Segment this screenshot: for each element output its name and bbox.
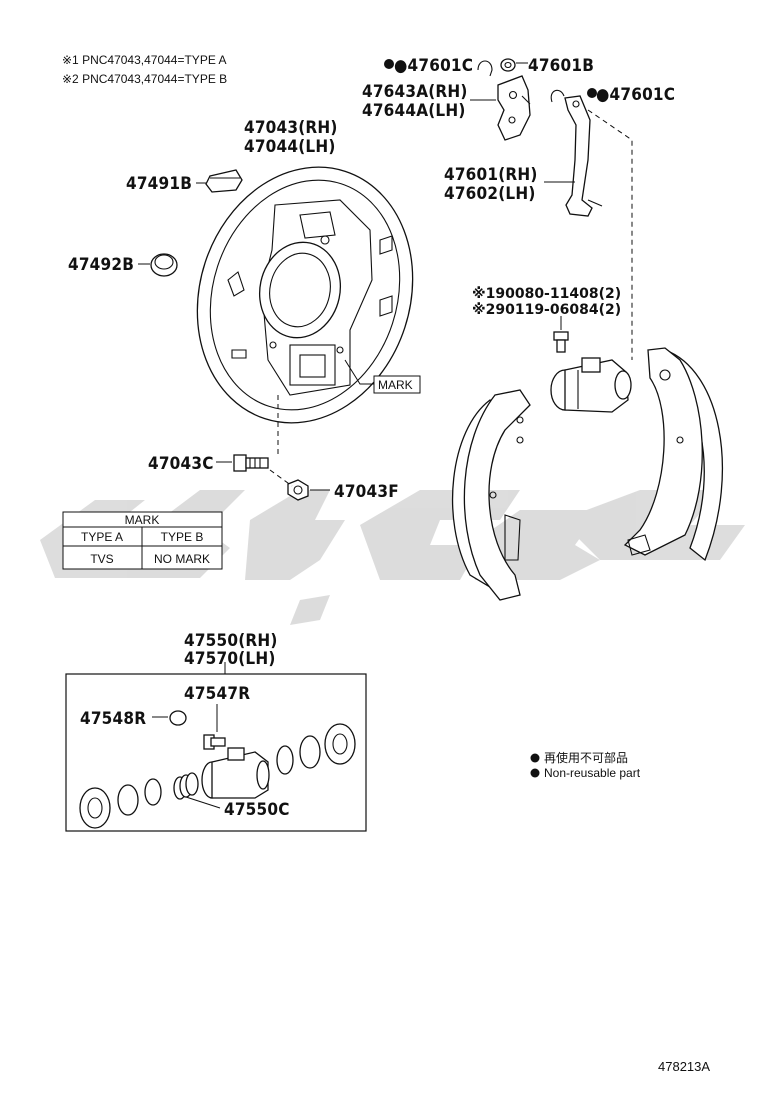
part-47601c-top: ●47601C xyxy=(394,56,473,76)
non-reusable-dot xyxy=(587,88,597,98)
part-labels: ●47601C 47601B 47643A(RH) 47644A(LH) ●47… xyxy=(68,56,675,820)
part-47570: 47570(LH) xyxy=(184,649,276,669)
retaining-clip-47601c-right xyxy=(550,89,565,103)
illustration-code: 478213A xyxy=(658,1059,710,1074)
wheel-cylinder-kit-box xyxy=(65,673,367,832)
mark-table-value-type-a: TVS xyxy=(90,552,113,566)
washer-47601b xyxy=(500,58,516,72)
bolt-47043c xyxy=(233,454,269,472)
retaining-clip-47601c-top xyxy=(477,60,493,77)
part-47492b: 47492B xyxy=(68,255,134,275)
backing-plate-drawing xyxy=(196,166,414,424)
part-47044: 47044(LH) xyxy=(244,137,336,157)
part-47548r: 47548R xyxy=(80,709,146,729)
non-reusable-dot xyxy=(384,59,394,69)
wheel-cylinder-upper xyxy=(550,357,632,413)
plug-47492b xyxy=(150,253,178,277)
mark-table-title: MARK xyxy=(125,513,160,527)
plug-47491b xyxy=(205,169,243,193)
boot-left xyxy=(79,787,111,829)
cup-right xyxy=(299,735,321,769)
legend-en: Non-reusable part xyxy=(544,766,641,780)
cup-left xyxy=(144,778,162,806)
part-47043: 47043(RH) xyxy=(244,118,338,138)
part-47547r: 47547R xyxy=(184,684,250,704)
mark-table-header-type-b: TYPE B xyxy=(161,530,204,544)
part-47601b: 47601B xyxy=(528,56,594,76)
part-47643a: 47643A(RH) xyxy=(362,82,468,102)
legend: 再使用不可部品 Non-reusable part xyxy=(530,750,641,780)
spring-47550c xyxy=(173,772,199,800)
mark-table-header-type-a: TYPE A xyxy=(81,530,123,544)
part-47550: 47550(RH) xyxy=(184,631,278,651)
part-47491b: 47491B xyxy=(126,174,192,194)
bleeder-screw-47547r xyxy=(203,734,226,750)
mark-label-box: MARK xyxy=(373,375,421,394)
part-47644a: 47644A(LH) xyxy=(362,101,466,121)
bleeder-bolt xyxy=(553,331,569,353)
part-47550c: 47550C xyxy=(224,800,290,820)
piston-right xyxy=(276,745,294,775)
legend-dot-icon xyxy=(530,768,540,778)
nut-47043f xyxy=(287,479,309,501)
mark-table-value-type-b: NO MARK xyxy=(154,552,210,566)
part-47601: 47601(RH) xyxy=(444,165,538,185)
brake-shoe-left xyxy=(451,389,531,601)
note-type-a: ※1 PNC47043,47044=TYPE A xyxy=(62,53,227,67)
strut-bracket-47643a xyxy=(497,75,531,141)
part-47602: 47602(LH) xyxy=(444,184,536,204)
mark-label: MARK xyxy=(378,378,413,392)
cylinder-body xyxy=(201,747,270,799)
part-47043c: 47043C xyxy=(148,454,214,474)
piston-left xyxy=(117,784,139,816)
note-type-b: ※2 PNC47043,47044=TYPE B xyxy=(62,72,227,86)
part-bolt-2: ※290119-06084(2) xyxy=(472,302,621,318)
part-47601c-right: ●47601C xyxy=(596,85,675,105)
part-47043f: 47043F xyxy=(334,482,399,502)
part-bolt-1: ※190080-11408(2) xyxy=(472,286,621,302)
legend-dot-icon xyxy=(530,753,540,763)
boot-right xyxy=(324,723,356,765)
brake-shoe-right xyxy=(623,347,724,562)
legend-cn: 再使用不可部品 xyxy=(544,750,628,765)
mark-table: MARK TYPE A TYPE B TVS NO MARK xyxy=(62,511,223,570)
parking-brake-lever-47601 xyxy=(564,95,603,217)
